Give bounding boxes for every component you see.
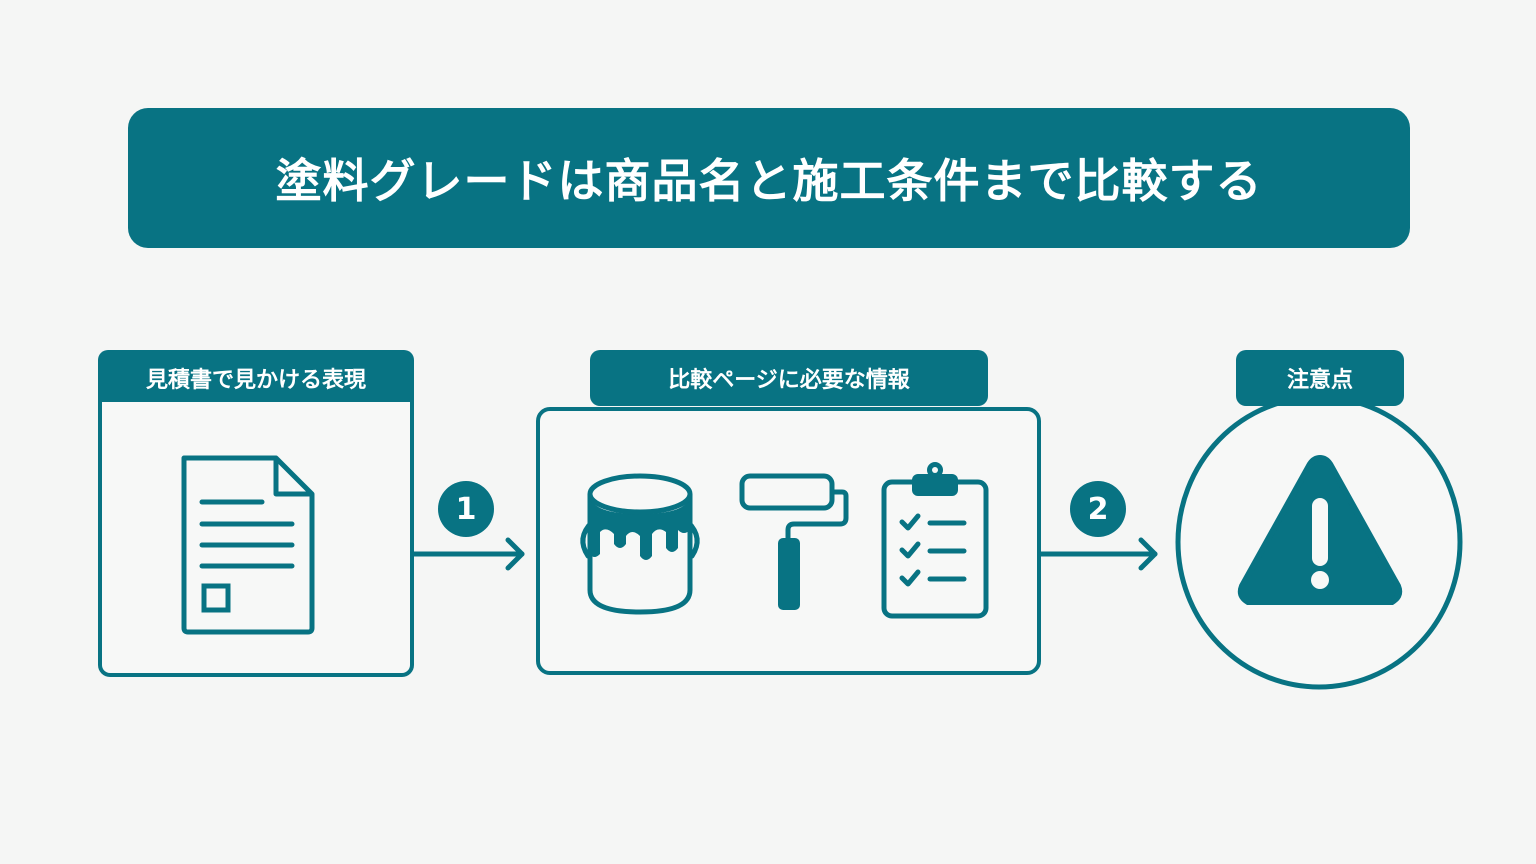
page-title: 塗料グレードは商品名と施工条件まで比較する: [275, 154, 1263, 208]
paint-roller-icon: [738, 470, 850, 614]
arrow-right-icon: [1038, 536, 1163, 576]
step-1-badge: 1: [438, 481, 494, 537]
document-icon: [178, 452, 318, 636]
step-2-number: 2: [1087, 491, 1109, 527]
estimate-panel-label: 見積書で見かける表現: [98, 350, 414, 406]
arrow-right-icon: [411, 536, 530, 576]
title-banner: 塗料グレードは商品名と施工条件まで比較する: [128, 108, 1410, 248]
compare-panel-label-text: 比較ページに必要な情報: [668, 368, 910, 393]
caution-panel-label-text: 注意点: [1286, 368, 1353, 393]
paint-can-icon: [578, 470, 702, 618]
clipboard-checklist-icon: [880, 462, 990, 622]
step-1-number: 1: [455, 491, 477, 527]
compare-panel-label: 比較ページに必要な情報: [590, 350, 988, 406]
caution-panel-label: 注意点: [1236, 350, 1404, 406]
warning-icon: [1236, 452, 1404, 608]
step-2-badge: 2: [1070, 481, 1126, 537]
compare-panel: [536, 407, 1041, 675]
estimate-panel-label-text: 見積書で見かける表現: [145, 368, 366, 393]
